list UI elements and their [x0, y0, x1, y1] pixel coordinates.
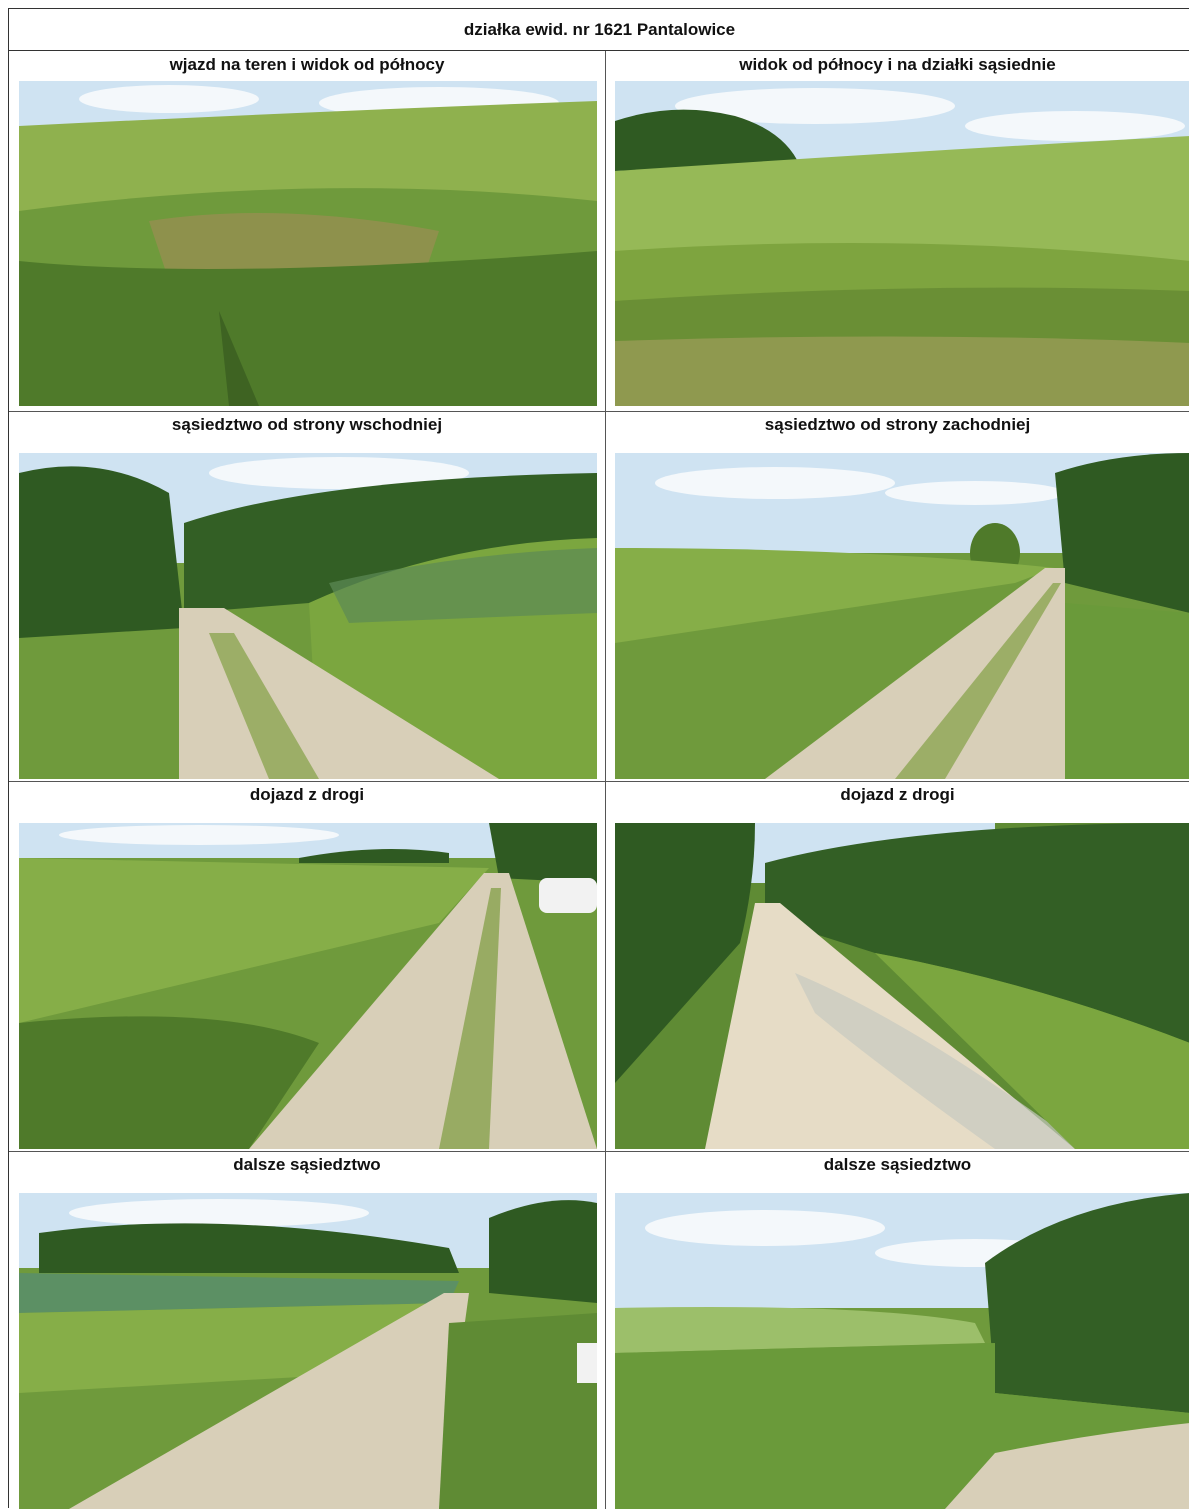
road-photo-7	[19, 1193, 597, 1509]
photo-caption: wjazd na teren i widok od północy	[169, 55, 445, 74]
photo-caption: sąsiedztwo od strony zachodniej	[764, 415, 1031, 434]
road-photo-4	[615, 453, 1189, 779]
photo-cell-access-1: dojazd z drogi	[9, 781, 605, 1151]
field-photo-1	[19, 81, 597, 406]
row-divider	[9, 1151, 1189, 1152]
photo-caption: dojazd z drogi	[249, 785, 365, 804]
row-divider	[9, 411, 1189, 412]
field-photo-icon	[615, 1193, 1189, 1509]
photo-caption: widok od północy i na działki sąsiednie	[739, 55, 1056, 74]
road-photo-5	[19, 823, 597, 1149]
field-photo-icon	[615, 81, 1189, 406]
photo-cell-access-2: dojazd z drogi	[605, 781, 1189, 1151]
field-photo-8	[615, 1193, 1189, 1509]
photo-cell-further-2: dalsze sąsiedztwo	[605, 1151, 1189, 1509]
row-divider	[9, 781, 1189, 782]
road-photo-6	[615, 823, 1189, 1149]
road-photo-3	[19, 453, 597, 779]
photo-caption: dalsze sąsiedztwo	[823, 1155, 972, 1174]
road-photo-icon	[615, 453, 1189, 779]
photo-caption: sąsiedztwo od strony wschodniej	[171, 415, 443, 434]
document-sheet: działka ewid. nr 1621 Pantalowice wjazd …	[8, 8, 1189, 1509]
field-photo-icon	[19, 81, 597, 406]
road-photo-icon	[19, 823, 597, 1149]
photo-cell-west: sąsiedztwo od strony zachodniej	[605, 411, 1189, 781]
road-photo-icon	[19, 1193, 597, 1509]
photo-caption: dojazd z drogi	[840, 785, 955, 804]
road-photo-icon	[615, 823, 1189, 1149]
photo-grid: wjazd na teren i widok od północy widok …	[9, 51, 1189, 1509]
photo-cell-further-1: dalsze sąsiedztwo	[9, 1151, 605, 1509]
photo-cell-east: sąsiedztwo od strony wschodniej	[9, 411, 605, 781]
photo-cell-north-neighbours: widok od północy i na działki sąsiednie	[605, 51, 1189, 411]
photo-cell-north-entry: wjazd na teren i widok od północy	[9, 51, 605, 411]
document-title: działka ewid. nr 1621 Pantalowice	[9, 9, 1189, 51]
column-divider	[605, 51, 606, 1509]
field-photo-2	[615, 81, 1189, 406]
photo-caption: dalsze sąsiedztwo	[233, 1155, 381, 1174]
road-photo-icon	[19, 453, 597, 779]
